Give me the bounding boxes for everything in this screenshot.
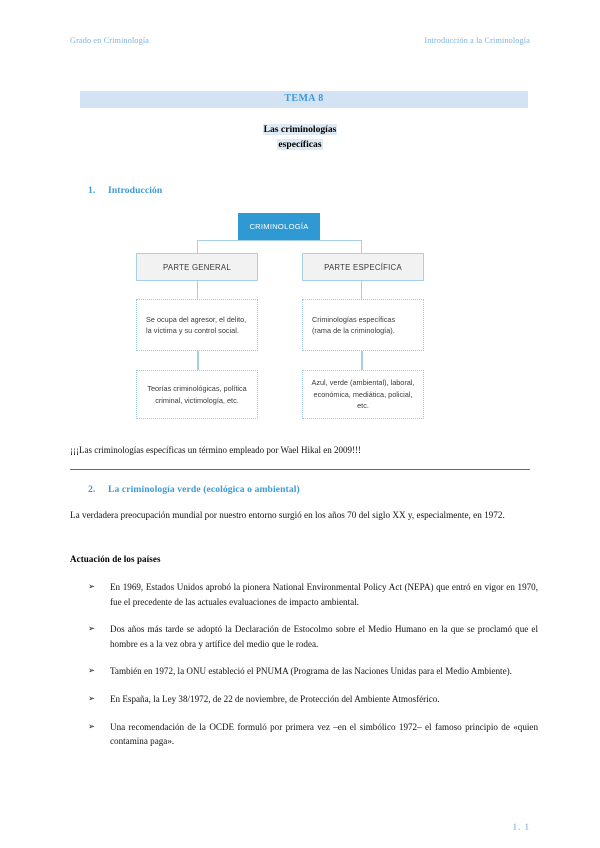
document-title-line1: Las criminologías <box>262 124 338 135</box>
running-head-left: Grado en Criminología <box>70 36 150 45</box>
list-item: ➢ En España, la Ley 38/1972, de 22 de no… <box>88 692 538 707</box>
highlight-note: ¡¡¡Las criminologías específicas un térm… <box>70 445 362 455</box>
diagram-node-parte-general: PARTE GENERAL <box>136 253 258 281</box>
section-2-number: 2. <box>88 484 96 495</box>
bullet-arrow-icon: ➢ <box>88 623 96 634</box>
list-item-text: Dos años más tarde se adoptó la Declarac… <box>110 624 538 649</box>
document-title-line2: específicas <box>277 139 323 150</box>
document-title: Las criminologías específicas <box>0 122 600 152</box>
section-heading-2: 2. La criminología verde (ecológica o amb… <box>88 484 300 495</box>
list-item-text: En España, la Ley 38/1972, de 22 de novi… <box>110 693 440 704</box>
bullet-arrow-icon: ➢ <box>88 720 96 731</box>
running-head-right: Introducción a la Criminología <box>424 36 530 45</box>
bullet-arrow-icon: ➢ <box>88 692 96 703</box>
running-head: Grado en Criminología Introducción a la … <box>70 36 530 45</box>
country-actions-list: ➢ En 1969, Estados Unidos aprobó la pion… <box>88 580 538 762</box>
list-item-text: También en 1972, la ONU estableció el PN… <box>110 666 512 677</box>
list-item-text: Una recomendación de la OCDE formuló por… <box>110 721 538 747</box>
diagram-node-especifica-detail: Criminologías específicas (rama de la cr… <box>302 299 424 351</box>
connector-left-detail <box>197 281 198 299</box>
bullet-arrow-icon: ➢ <box>88 581 96 591</box>
connector-left-branch <box>197 240 198 253</box>
criminology-org-diagram: CRIMINOLOGÍA PARTE GENERAL PARTE ESPECÍF… <box>130 210 440 425</box>
bullet-arrow-icon: ➢ <box>88 665 96 676</box>
page-number: 1. 1 <box>512 822 530 832</box>
section-1-number: 1. <box>88 185 96 196</box>
tema-band: TEMA 8 <box>80 91 528 108</box>
section-divider <box>70 469 530 470</box>
list-item: ➢ También en 1972, la ONU estableció el … <box>88 664 538 679</box>
section-heading-1: 1. Introducción <box>88 185 162 196</box>
connector-left-examples <box>197 351 199 370</box>
diagram-node-criminologia: CRIMINOLOGÍA <box>238 213 320 240</box>
diagram-node-general-detail: Se ocupa del agresor, el delito, la víct… <box>136 299 258 351</box>
list-item: ➢ Dos años más tarde se adoptó la Declar… <box>88 622 538 651</box>
connector-right-examples <box>361 351 363 370</box>
list-item: ➢ En 1969, Estados Unidos aprobó la pion… <box>88 580 538 609</box>
connector-horizontal-main <box>197 240 361 241</box>
section-1-title: Introducción <box>108 185 163 196</box>
connector-right-branch <box>361 240 362 253</box>
list-item-text: En 1969, Estados Unidos aprobó la pioner… <box>110 582 538 607</box>
section-2-title: La criminología verde (ecológica o ambie… <box>108 484 300 495</box>
paragraph-green-criminology: La verdadera preocupación mundial por nu… <box>70 510 505 520</box>
list-item: ➢ Una recomendación de la OCDE formuló p… <box>88 720 538 749</box>
connector-right-detail <box>361 281 362 299</box>
tema-label: TEMA 8 <box>284 93 324 104</box>
diagram-node-general-examples: Teorías criminológicas, política crimina… <box>136 370 258 419</box>
diagram-node-parte-especifica: PARTE ESPECÍFICA <box>302 253 424 281</box>
connector-root-stub <box>278 240 279 241</box>
diagram-node-especifica-examples: Azul, verde (ambiental), laboral, económ… <box>302 370 424 419</box>
subheading-actuacion-paises: Actuación de los países <box>70 554 161 564</box>
